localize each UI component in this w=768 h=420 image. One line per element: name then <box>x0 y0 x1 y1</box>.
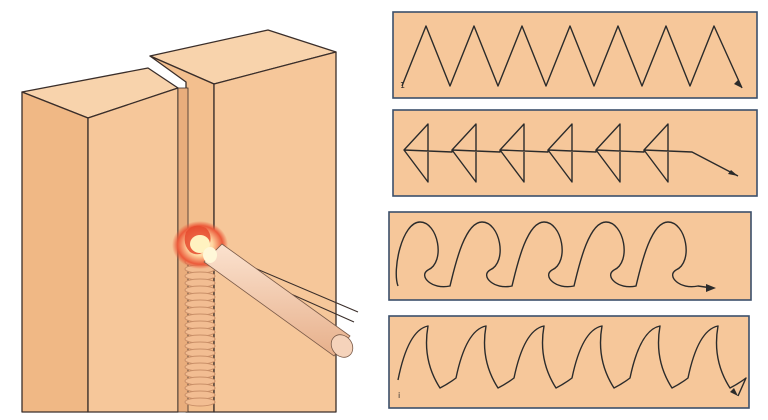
arrow-head-icon <box>734 80 742 88</box>
zigzag-start-mark: 1 <box>400 81 405 90</box>
zigzag-pattern-panel: 1 <box>392 11 758 99</box>
arrow-head-icon <box>706 284 716 292</box>
loop-pattern-icon <box>395 221 713 289</box>
right-plate-front-face <box>213 51 337 413</box>
crescent-pattern-icon <box>397 325 747 397</box>
loop-pattern-panel <box>388 211 752 301</box>
left-plate-front-face <box>87 87 179 413</box>
left-plate-side-face <box>21 91 89 413</box>
weld-illustration <box>21 29 359 413</box>
left-plate <box>21 67 179 413</box>
crescent-pattern-panel: i <box>388 315 750 409</box>
arrow-head-icon <box>730 388 738 396</box>
arrow-head-icon <box>728 170 738 176</box>
electrode-rod-icon <box>203 243 359 358</box>
crescent-start-mark: i <box>398 391 400 400</box>
zigzag-pattern-icon <box>401 25 743 89</box>
triangle-pattern-icon <box>403 123 739 183</box>
pattern-panels: 1 i <box>388 11 758 409</box>
weld-bead <box>184 257 216 407</box>
triangle-pattern-panel <box>392 109 758 197</box>
weld-bead-ring <box>184 397 216 407</box>
